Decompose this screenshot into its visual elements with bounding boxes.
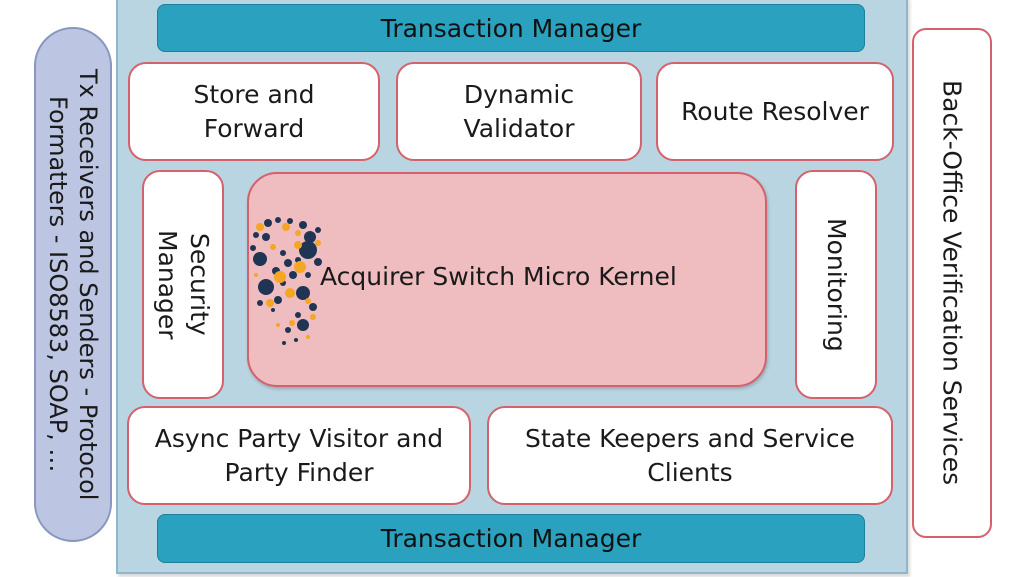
security-manager-label: Security Manager [153,229,214,340]
async-party-visitor-box: Async Party Visitor and Party Finder [127,406,471,505]
transaction-manager-bottom-label: Transaction Manager [380,524,642,553]
transaction-manager-top: Transaction Manager [157,4,865,52]
back-office-verification-box: Back-Office Verification Services [912,28,992,538]
async-party-visitor-label: Async Party Visitor and Party Finder [154,423,444,487]
protocol-formatters-pill: Tx Receivers and Senders - Protocol Form… [34,27,112,542]
store-and-forward-box: Store and Forward [128,62,380,161]
micro-kernel-label: Acquirer Switch Micro Kernel [320,262,677,291]
monitoring-label: Monitoring [822,217,851,352]
state-keepers-box: State Keepers and Service Clients [487,406,893,505]
state-keepers-label: State Keepers and Service Clients [525,423,855,487]
micro-kernel-box [247,172,767,387]
store-and-forward-label: Store and Forward [193,79,315,143]
protocol-formatters-label: Tx Receivers and Senders - Protocol Form… [44,68,102,501]
dotted-g-logo-icon [250,217,322,345]
dynamic-validator-label: Dynamic Validator [463,79,575,143]
route-resolver-box: Route Resolver [656,62,894,161]
transaction-manager-bottom: Transaction Manager [157,514,865,563]
monitoring-box: Monitoring [795,170,877,399]
transaction-manager-top-label: Transaction Manager [380,13,642,43]
dynamic-validator-box: Dynamic Validator [396,62,642,161]
back-office-verification-label: Back-Office Verification Services [937,80,967,486]
route-resolver-label: Route Resolver [681,96,869,126]
security-manager-box: Security Manager [142,170,224,399]
